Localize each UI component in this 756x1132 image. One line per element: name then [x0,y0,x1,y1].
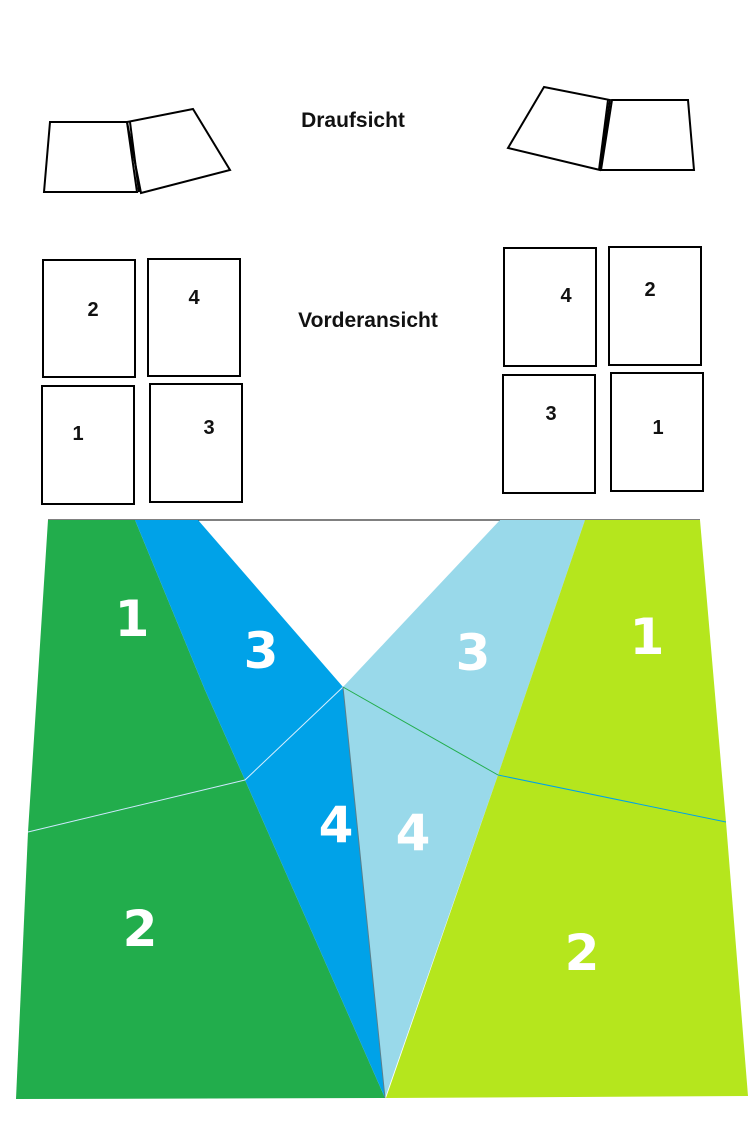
net-label-left-inner-bottom: 4 [319,796,354,854]
net-right-outer-bottom-face [386,775,748,1098]
net-label-right-inner-top: 3 [456,624,491,682]
front-right-panel-3 [502,374,596,494]
front-view-right: 4 2 3 1 [502,246,704,494]
front-right-panel-2 [608,246,702,366]
top-view-left [42,107,232,195]
net-label-left-outer-top: 1 [115,590,150,648]
front-right-label-1: 1 [652,417,663,439]
net-label-left-outer-bottom: 2 [123,900,158,958]
front-left-label-2: 2 [87,299,98,321]
front-right-label-4: 4 [560,285,572,307]
net-right-inner-top-face [343,520,585,775]
front-left-panel-3 [149,383,243,503]
top-view-left-panel-b [125,107,232,195]
net-fold-line-left [27,779,246,833]
top-view-right-panel-a [506,85,612,172]
net-label-left-inner-top: 3 [244,622,279,680]
front-left-panel-4 [147,258,241,377]
front-left-label-3: 3 [203,417,214,439]
front-left-label-1: 1 [72,423,83,445]
front-right-panel-4 [503,247,597,367]
top-view-title: Draufsicht [301,109,405,132]
net-fold-line-right [497,774,727,823]
net-label-right-inner-bottom: 4 [396,804,431,862]
front-right-label-2: 2 [644,279,655,301]
net-left-inner-top-face [135,520,343,780]
top-view-left-panel-a [42,121,139,193]
net-left-inner-bottom-face [245,687,385,1098]
net-fold-line-left-inner [244,686,344,781]
net-right-inner-bottom-face [343,687,498,1098]
front-left-panel-2 [42,259,136,378]
net-left-outer-top-face [28,520,245,832]
top-view-right-panel-b [599,99,696,171]
net-left-outer-bottom-face [16,780,385,1099]
front-left-label-4: 4 [188,287,200,309]
top-view-right [506,85,696,172]
net-label-right-outer-top: 1 [630,608,665,666]
unfolded-net: 1 3 4 2 3 1 4 2 [16,519,748,1099]
top-view-right-fold [598,99,609,171]
front-view-title: Vorderansicht [298,309,438,332]
front-right-label-3: 3 [545,403,556,425]
net-right-outer-top-face [498,520,726,822]
front-right-panel-1 [610,372,704,492]
front-view-left: 2 4 1 3 [41,258,243,505]
top-view-left-fold [129,121,140,193]
net-label-right-outer-bottom: 2 [565,924,600,982]
net-fold-line-center [342,686,386,1099]
net-fold-line-center-right [342,686,499,776]
front-left-panel-1 [41,385,135,505]
